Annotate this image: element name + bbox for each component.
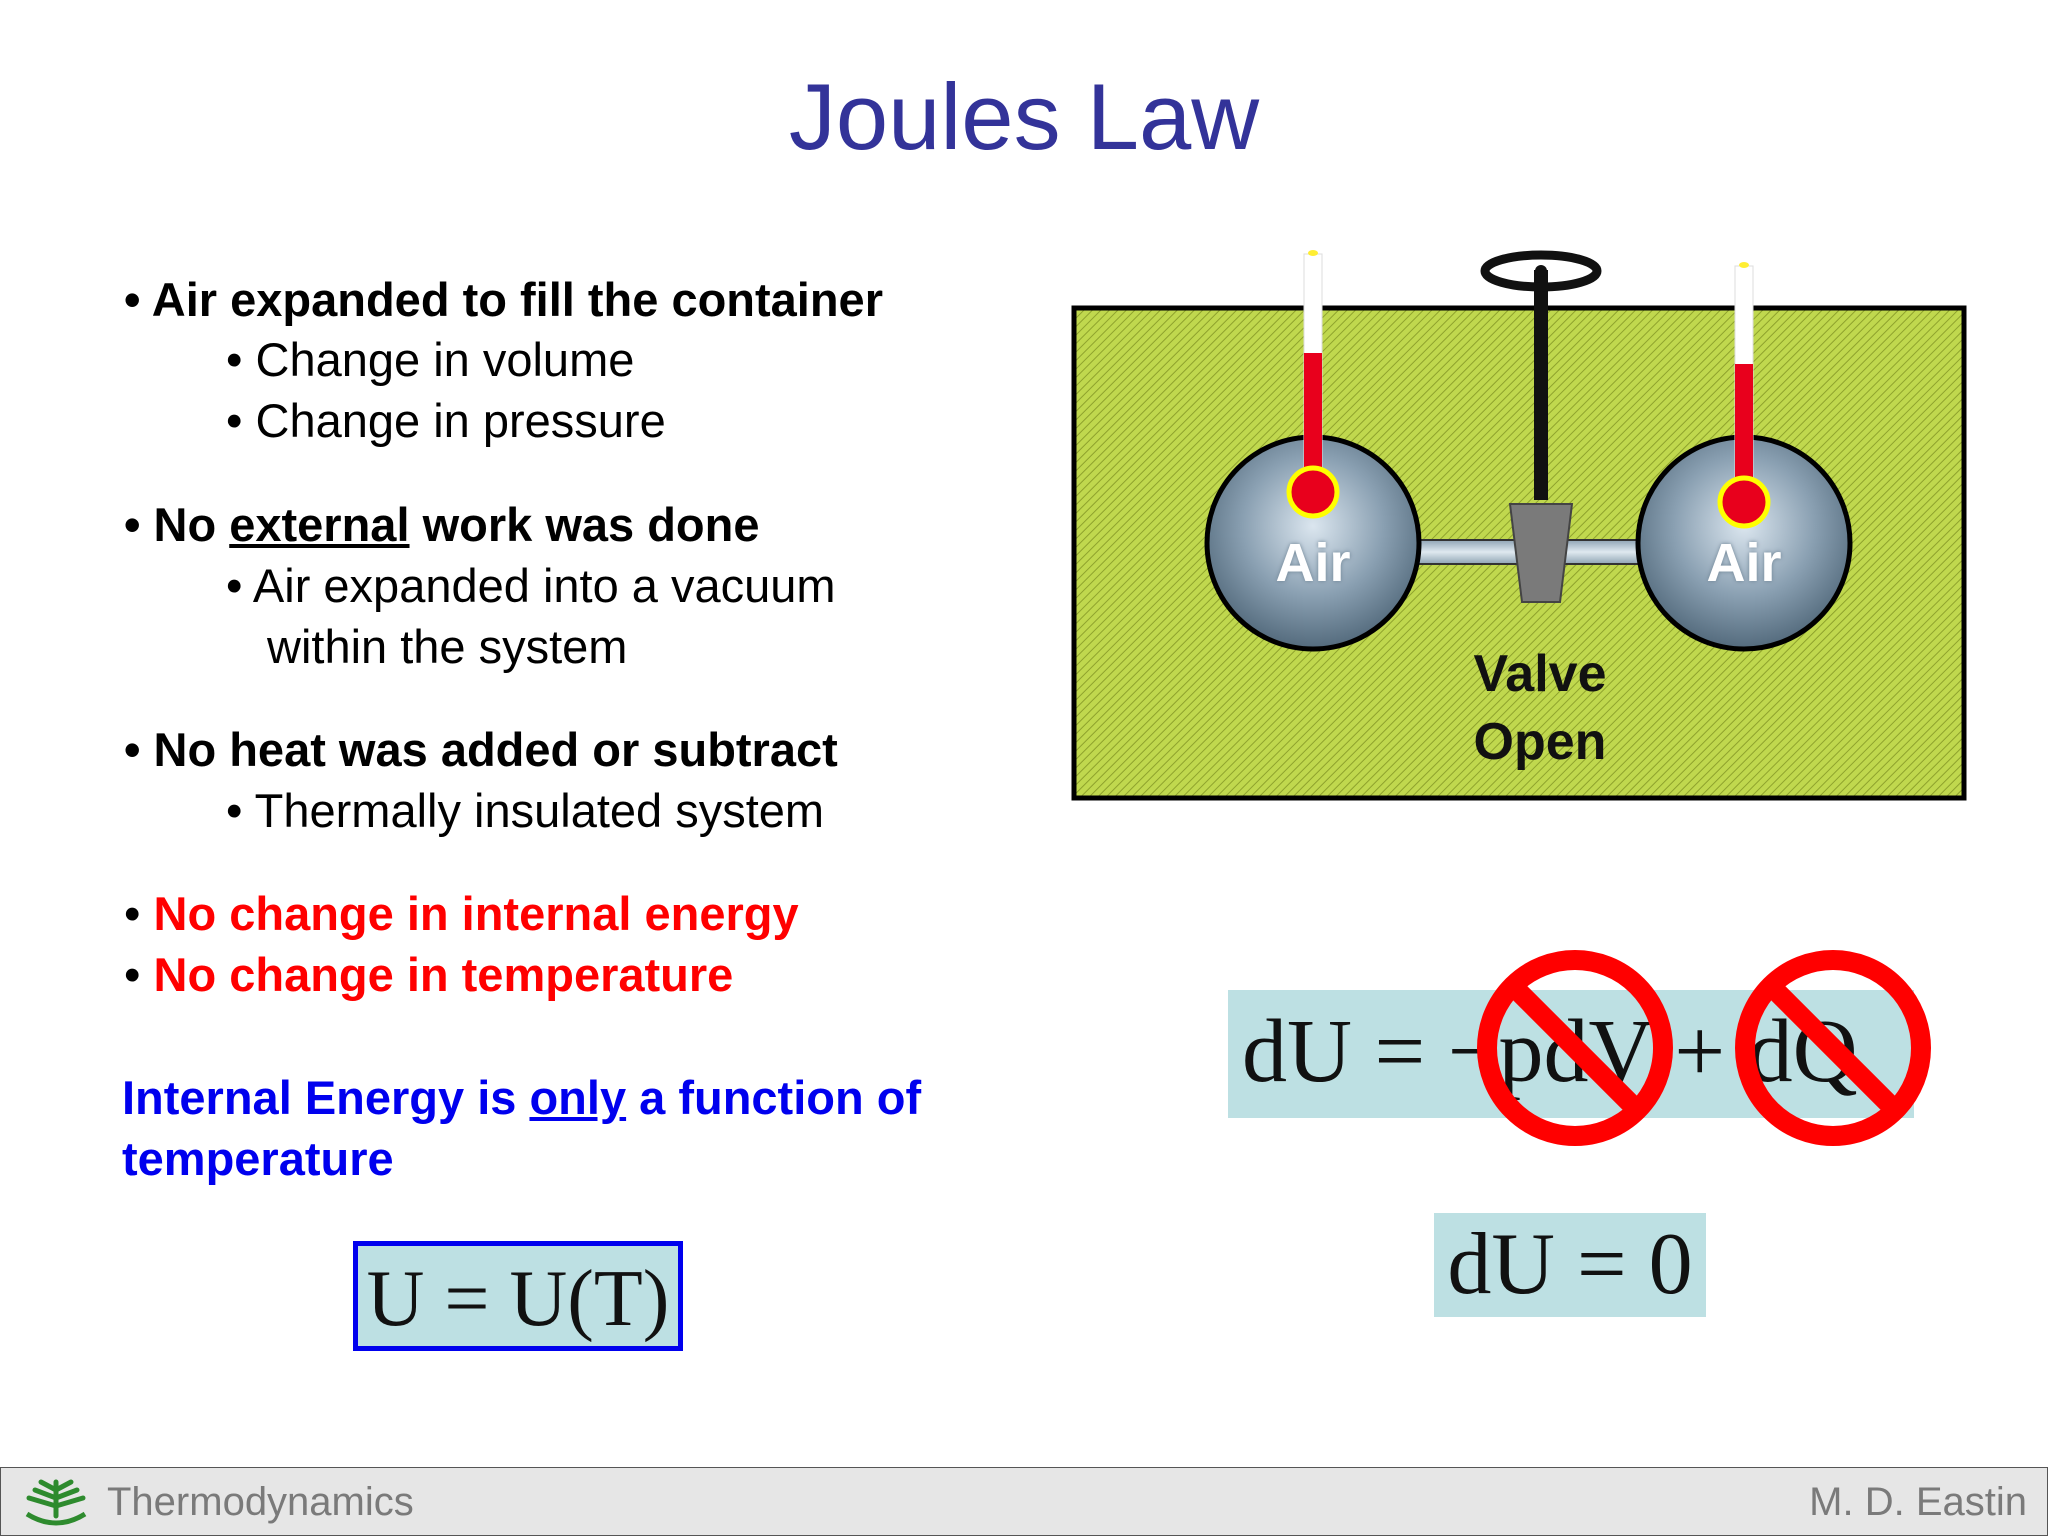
bullet-2: • No external work was done — [124, 498, 760, 551]
conclusion-underlined: only — [529, 1071, 627, 1124]
bullet-2-text-underlined: external — [229, 498, 410, 551]
bullet-1-sub-1: • Change in volume — [226, 333, 635, 386]
bullet-2-text-post: work was done — [409, 498, 760, 551]
bullet-1-sub-2: • Change in pressure — [226, 394, 666, 447]
joule-expansion-diagram: Air Air Valve Open — [1060, 240, 1980, 810]
bullet-5-text: No change in temperature — [153, 948, 734, 1001]
bullet-1-sub-1-text: Change in volume — [255, 333, 635, 386]
left-thermometer — [1286, 250, 1340, 519]
conclusion-line-1: Internal Energy is only a function of — [122, 1070, 921, 1126]
footer-author: M. D. Eastin — [1809, 1480, 2027, 1524]
right-thermometer — [1717, 262, 1771, 529]
bullet-3: • No heat was added or subtract — [124, 723, 838, 776]
valve-label-line-1: Valve — [1473, 645, 1607, 703]
result-formula: dU = 0 — [1447, 1216, 1693, 1313]
slide-title: Joules Law — [788, 64, 1260, 169]
bullet-2-text-pre: No — [153, 498, 230, 551]
no-work-prohibition-icon — [1477, 950, 1673, 1146]
u-of-t-formula: U = U(T) — [366, 1255, 670, 1343]
bullet-2-sub-1: • Air expanded into a vacuum — [226, 559, 836, 612]
u-of-t-formula-box: U = U(T) — [353, 1241, 683, 1351]
prohibition-signs — [1477, 950, 1931, 1146]
valve-handle — [1480, 250, 1602, 292]
bullet-1-text: Air expanded to fill the container — [151, 273, 883, 326]
diagram-svg — [1071, 250, 1967, 801]
conclusion-line-2: temperature — [122, 1132, 394, 1185]
bullet-3-sub-1-text: Thermally insulated system — [254, 784, 825, 837]
conclusion-post: a function of — [626, 1071, 922, 1124]
conclusion-pre: Internal Energy is — [122, 1071, 530, 1124]
valve-label-line-2: Open — [1473, 713, 1607, 771]
bullet-2-sub-2: within the system — [267, 620, 628, 673]
bullet-4: • No change in internal energy — [124, 887, 799, 940]
result-formula-box: dU = 0 — [1434, 1213, 1706, 1317]
bullet-3-sub-1: • Thermally insulated system — [226, 784, 825, 837]
logo-icon — [25, 1479, 87, 1526]
valve-body — [1508, 503, 1574, 603]
bullet-1: • Air expanded to fill the container — [124, 273, 883, 326]
bullet-3-text: No heat was added or subtract — [153, 723, 838, 776]
no-heat-prohibition-icon — [1735, 950, 1931, 1146]
valve-stem — [1534, 270, 1548, 500]
right-sphere-label: Air — [1706, 533, 1782, 593]
bullet-4-text: No change in internal energy — [153, 887, 799, 940]
footer-course-title: Thermodynamics — [107, 1480, 414, 1524]
bullet-2-sub-1-text: Air expanded into a vacuum — [252, 559, 836, 612]
footer-bar: Thermodynamics M. D. Eastin — [0, 1467, 2048, 1536]
bullet-1-sub-2-text: Change in pressure — [255, 394, 666, 447]
left-sphere-label: Air — [1275, 533, 1351, 593]
bullet-5: • No change in temperature — [124, 948, 734, 1001]
